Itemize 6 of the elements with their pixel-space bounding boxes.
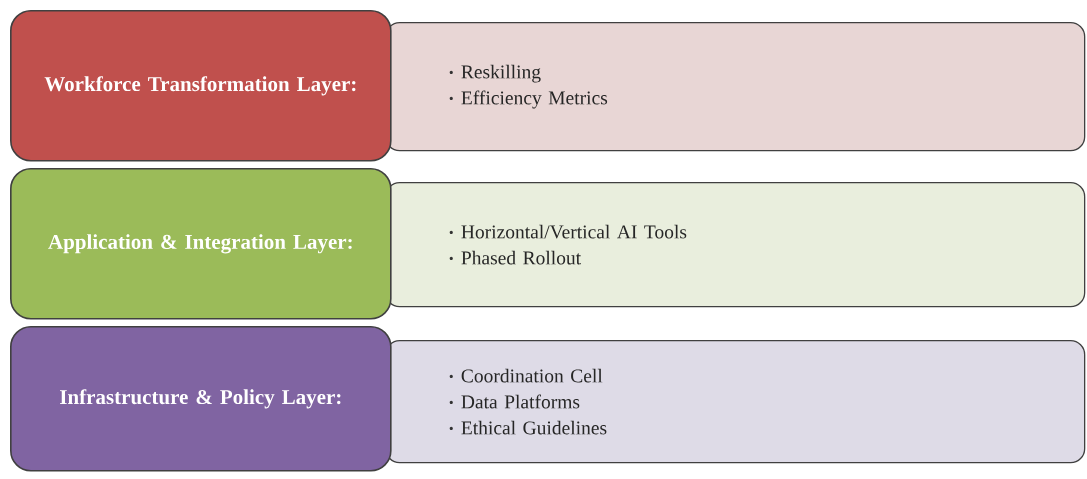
detail-box: Coordination Cell Data Platforms Ethical Guidelines [385,340,1086,464]
layer-heading-box: Workforce Transformation Layer: [10,10,392,162]
layer-heading-box: Infrastructure & Policy Layer: [10,326,392,472]
detail-box: Horizontal/Vertical AI Tools Phased Rollout [385,182,1086,308]
layer-heading-box: Application & Integration Layer: [10,168,392,320]
detail-box: Reskilling Efficiency Metrics [385,22,1086,152]
